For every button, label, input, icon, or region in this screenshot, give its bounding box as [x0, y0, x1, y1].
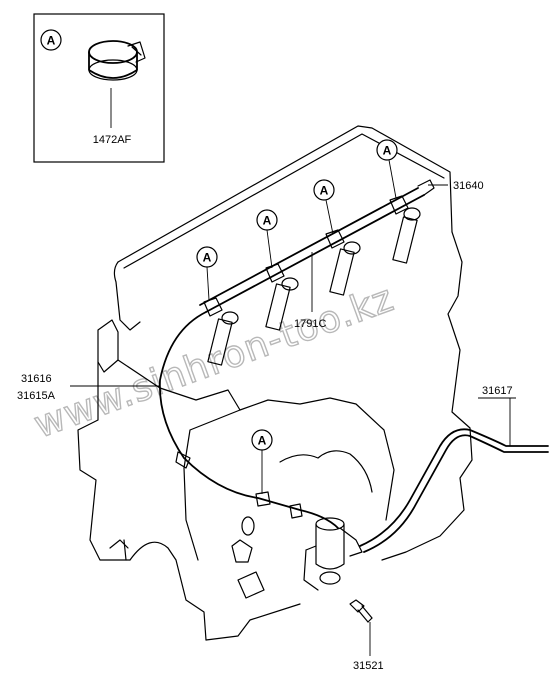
injector-3	[325, 229, 361, 296]
label-31616: 31616	[21, 373, 52, 385]
detail-part-label: 1472AF	[93, 134, 132, 146]
return-line	[158, 311, 339, 529]
callout-a-4: A	[376, 139, 398, 199]
svg-text:A: A	[320, 184, 329, 198]
bolt-31521	[349, 599, 373, 623]
injector-2	[265, 263, 299, 331]
svg-text:A: A	[263, 214, 272, 228]
label-1791c: 1791C	[294, 318, 326, 330]
injector-4	[389, 195, 421, 264]
injector-1	[203, 297, 239, 366]
engine-block	[77, 125, 473, 641]
callouts: A A A A A	[196, 139, 398, 494]
callout-a-1: A	[196, 246, 218, 301]
detail-callout-letter: A	[47, 34, 56, 48]
label-31521: 31521	[353, 660, 384, 672]
detail-box: A 1472AF	[33, 13, 165, 163]
label-31615a: 31615A	[17, 390, 56, 402]
label-31640: 31640	[453, 180, 484, 192]
hose-clamp-drawing	[88, 40, 146, 81]
callout-a-3: A	[313, 179, 335, 235]
pipe-31617	[359, 428, 549, 553]
callout-a-5: A	[251, 429, 273, 494]
detail-callout: A	[40, 29, 62, 51]
part-labels: 31640 1791C 31616 31615A 31617 31521	[17, 180, 516, 672]
label-31617: 31617	[482, 385, 513, 397]
fuel-rail-assembly	[199, 179, 435, 366]
fuel-filter	[303, 517, 363, 591]
callout-a-2: A	[256, 209, 278, 269]
svg-text:A: A	[258, 434, 267, 448]
svg-text:A: A	[203, 251, 212, 265]
svg-text:A: A	[383, 144, 392, 158]
